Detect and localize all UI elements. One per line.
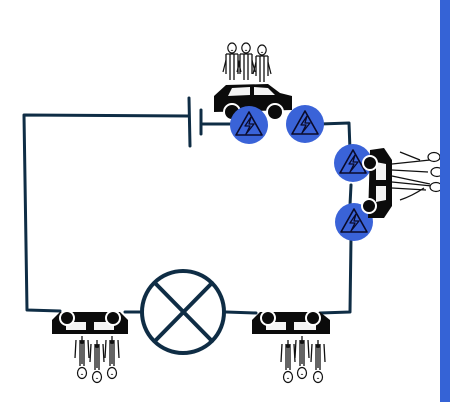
circuit-wires: [22, 113, 353, 315]
car-with-riders-right: [361, 148, 444, 218]
wire-bottom-middle: [123, 310, 258, 315]
side-accent-bar: [440, 0, 450, 402]
wire-left-top: [22, 113, 190, 313]
lamp-symbol: [140, 269, 226, 355]
car-with-riders-bottom-left: [52, 310, 128, 384]
wire-right-down: [318, 236, 353, 315]
charge-badge-1: [229, 105, 269, 145]
battery-symbol: [187, 96, 203, 148]
wire-top-run: [318, 121, 352, 152]
charge-badge-2: [285, 104, 325, 144]
wire-right-run: [348, 183, 353, 207]
car-with-riders-bottom-right: [252, 310, 330, 384]
